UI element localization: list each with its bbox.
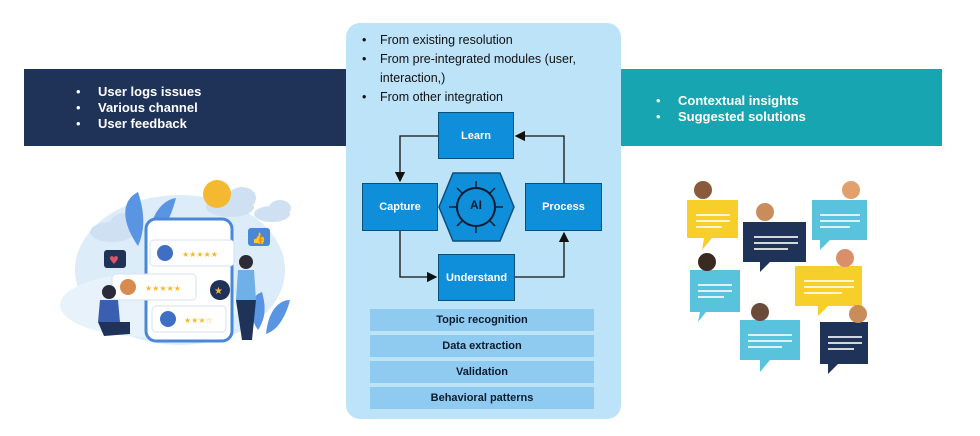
output-item: Contextual insights	[652, 93, 806, 109]
chat-bubble	[812, 181, 867, 250]
user-input-item: User feedback	[72, 116, 201, 132]
svg-text:★★★☆: ★★★☆	[184, 316, 213, 325]
output-band: Contextual insights Suggested solutions	[620, 69, 942, 146]
svg-text:★★★★★: ★★★★★	[182, 250, 218, 259]
task-validation: Validation	[370, 361, 594, 383]
svg-text:👍: 👍	[252, 232, 266, 245]
analysis-tasks: Topic recognition Data extraction Valida…	[370, 309, 594, 413]
task-behavioral-patterns: Behavioral patterns	[370, 387, 594, 409]
chat-bubble	[687, 181, 738, 250]
user-input-item: User logs issues	[72, 84, 201, 100]
data-sources-list: From existing resolution From pre-integr…	[360, 31, 610, 107]
capture-node: Capture	[362, 183, 438, 231]
chat-bubble	[690, 253, 740, 322]
chat-bubble	[743, 203, 806, 272]
chat-bubble	[820, 305, 868, 374]
ai-label: AI	[470, 198, 482, 212]
output-item: Suggested solutions	[652, 109, 806, 125]
task-topic-recognition: Topic recognition	[370, 309, 594, 331]
data-source-item: From pre-integrated modules (user, inter…	[360, 50, 610, 88]
svg-text:★: ★	[214, 286, 223, 297]
process-node: Process	[525, 183, 602, 231]
user-input-band: User logs issues Various channel User fe…	[24, 69, 350, 146]
user-input-list: User logs issues Various channel User fe…	[72, 84, 201, 132]
output-list: Contextual insights Suggested solutions	[652, 93, 806, 125]
ai-brain-icon	[438, 172, 515, 242]
chat-bubble	[740, 303, 800, 372]
svg-text:★★★★★: ★★★★★	[145, 284, 181, 293]
ai-process-panel: From existing resolution From pre-integr…	[346, 23, 621, 419]
learn-node: Learn	[438, 112, 514, 159]
cycle-arrows	[394, 130, 570, 283]
user-input-item: Various channel	[72, 100, 201, 116]
understand-node: Understand	[438, 254, 515, 301]
task-data-extraction: Data extraction	[370, 335, 594, 357]
data-source-item: From other integration	[360, 88, 610, 107]
chat-bubble	[795, 249, 862, 316]
svg-text:♥: ♥	[109, 254, 119, 267]
data-source-item: From existing resolution	[360, 31, 610, 50]
